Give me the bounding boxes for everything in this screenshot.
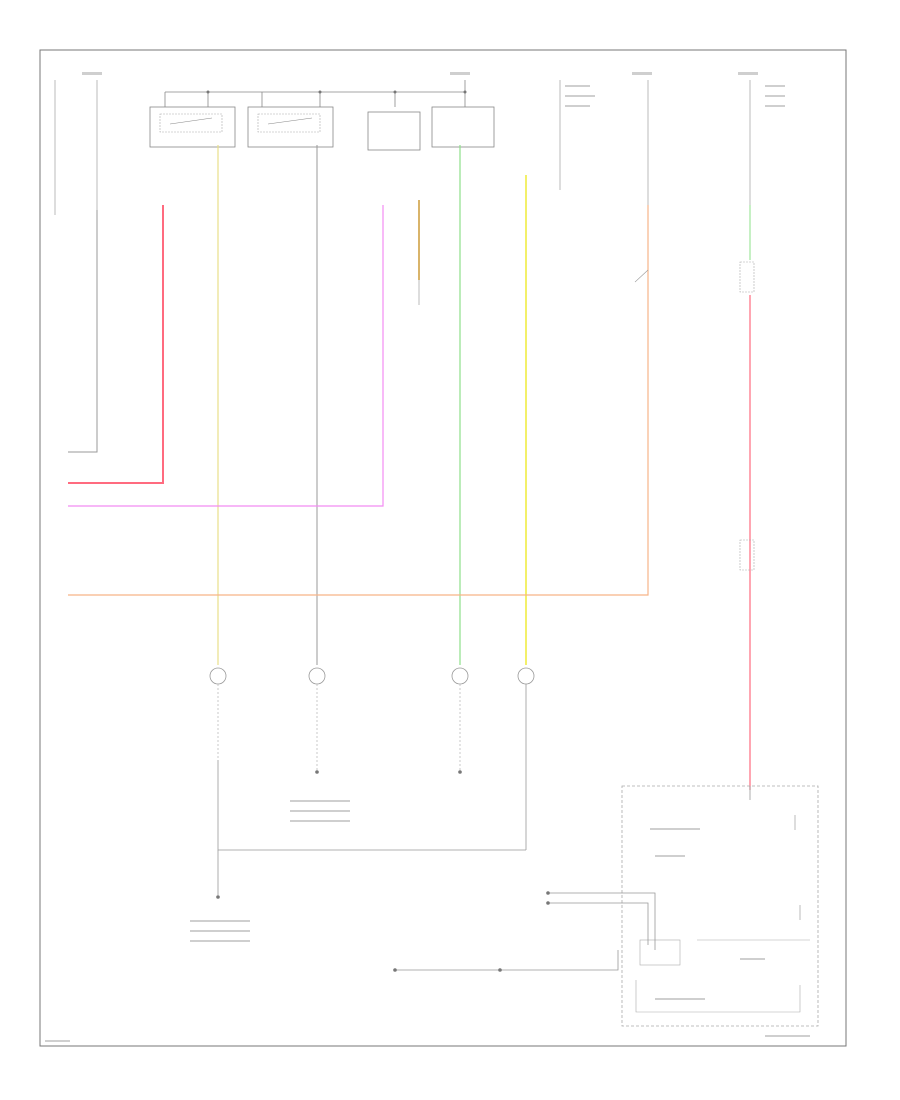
relay-2 — [247, 106, 334, 148]
lamp-3 — [451, 667, 469, 774]
lamp-4 — [517, 667, 535, 850]
wire-gray-left — [68, 210, 98, 453]
wire-module-1 — [548, 892, 656, 950]
lamp-2 — [308, 667, 326, 774]
wire-red — [68, 205, 164, 484]
relay-4 — [431, 106, 495, 148]
lamp-1 — [209, 667, 227, 760]
relay-3 — [367, 111, 421, 151]
wire-pink — [68, 205, 384, 507]
relay-1 — [149, 106, 236, 148]
wire-ground-bottom — [395, 950, 619, 971]
ground-bus — [217, 760, 526, 851]
module-box — [621, 785, 819, 1027]
wire-module-2 — [548, 902, 649, 945]
wire-orange — [68, 205, 649, 596]
diagram-border — [39, 49, 847, 1047]
